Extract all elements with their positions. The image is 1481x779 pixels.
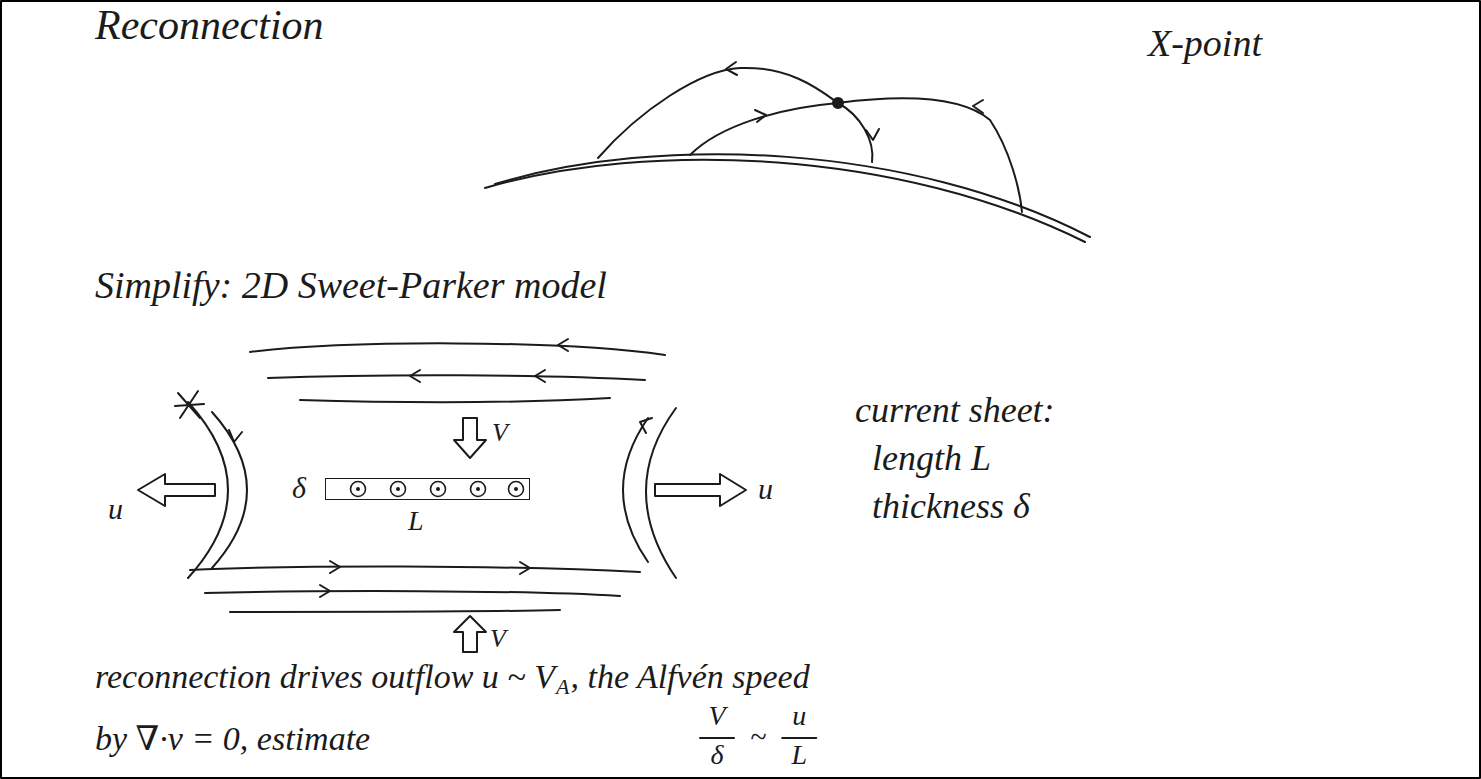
current-out-symbol [509,482,524,497]
x-point-dot [833,98,843,108]
field-arrow [320,585,330,597]
current-dot [514,487,518,491]
note-text: by ∇·v = 0, estimate [95,722,370,756]
fraction-term: L [791,741,807,769]
section-heading: Simplify: 2D Sweet-Parker model [95,266,607,304]
subscript: A [556,676,569,698]
field-line [250,343,665,355]
field-line [188,402,228,578]
surface-line [495,154,1090,237]
current-dot [356,487,360,491]
operator: ~ [750,722,766,752]
length-symbol: L [408,507,424,535]
field-loop [838,98,1022,212]
note-text: , the Alfvén speed [570,660,809,694]
outflow-arrow [138,474,215,506]
field-arrow [726,62,737,75]
inflow-arrow [454,418,486,458]
current-out-symbol [471,482,486,497]
field-arrow [973,100,983,113]
fraction-bar [700,737,734,739]
field-arrow [535,370,545,382]
note-text: thickness δ [872,488,1030,524]
thickness-symbol: δ [292,473,306,503]
field-line [300,398,610,402]
inflow-arrow [454,616,486,652]
scribble [175,391,204,418]
current-out-symbol [431,482,446,497]
field-arrow [410,370,420,382]
field-line [268,375,645,380]
field-arrow [520,562,530,574]
note-text: current sheet: [855,392,1055,428]
current-out-symbol [351,482,366,497]
current-dot [396,487,400,491]
note-text: reconnection drives outflow u ~ V [95,660,555,694]
surface-line [485,160,1085,242]
field-arrow [866,129,879,140]
current-symbols [326,479,531,501]
field-line [230,610,560,612]
fraction-term: δ [710,741,723,769]
field-line [212,412,247,568]
current-sheet: δL [325,478,530,500]
fraction-term: u [792,702,806,730]
page-heading: Reconnection [95,4,324,46]
velocity-label: V [490,626,506,652]
outflow-arrow [655,474,746,506]
field-arrow [755,110,766,122]
field-arrow [558,339,568,351]
velocity-label: V [492,420,508,446]
field-line [646,408,676,578]
field-line [190,566,640,572]
field-loop [598,68,838,158]
field-line [205,591,620,596]
field-arrow [229,430,242,442]
fraction-term: V [708,702,725,730]
field-arrow [640,418,652,433]
current-dot [476,487,480,491]
field-arrow [330,561,340,573]
velocity-label: u [758,474,773,504]
current-out-symbol [391,482,406,497]
field-line [623,418,648,562]
point-label: X-point [1148,24,1262,62]
fraction-bar [782,737,816,739]
velocity-label: u [108,494,123,524]
field-loop [690,103,838,155]
current-dot [436,487,440,491]
note-text: length L [872,440,991,476]
